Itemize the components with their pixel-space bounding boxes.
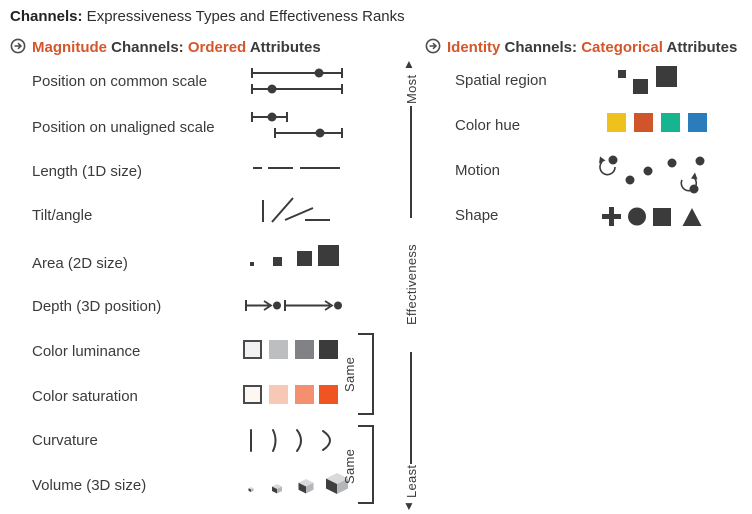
same-bracket-top bbox=[352, 333, 378, 416]
unaligned-scale-dot-lines-icon bbox=[243, 104, 348, 142]
same-label-bottom: Same bbox=[342, 448, 357, 484]
axis-up-arrow-icon: ▲ bbox=[403, 57, 415, 71]
row-label-motion: Motion bbox=[455, 162, 501, 179]
identity-header: Identity Channels: Categorical Attribute… bbox=[425, 38, 737, 56]
hue-swatch-blue bbox=[688, 113, 707, 132]
row-label-color-hue: Color hue bbox=[455, 117, 521, 134]
row-label-color-saturation: Color saturation bbox=[32, 388, 138, 405]
row-label-length: Length (1D size) bbox=[32, 163, 143, 180]
identity-attributes-word: Attributes bbox=[662, 39, 738, 56]
magnitude-channels-word: Channels: bbox=[107, 39, 188, 56]
same-label-top: Same bbox=[342, 356, 357, 392]
depth-arrows-icon bbox=[243, 296, 348, 316]
scattered-squares-icon bbox=[608, 60, 683, 96]
plus-circle-square-triangle-icon bbox=[598, 203, 713, 231]
luminance-swatch-4 bbox=[319, 340, 338, 359]
categorical-word: Categorical bbox=[581, 39, 663, 56]
row-label-shape: Shape bbox=[455, 207, 499, 224]
luminance-swatch-1 bbox=[243, 340, 262, 359]
row-label-position-unaligned: Position on unaligned scale bbox=[32, 119, 215, 136]
row-label-volume: Volume (3D size) bbox=[32, 477, 147, 494]
saturation-swatch-2 bbox=[269, 385, 288, 404]
growing-cubes-icon bbox=[243, 462, 353, 508]
axis-least-label: Least bbox=[404, 464, 419, 498]
growing-squares-icon bbox=[243, 238, 348, 268]
row-label-curvature: Curvature bbox=[32, 432, 98, 449]
row-label-area: Area (2D size) bbox=[32, 255, 128, 272]
hue-swatch-orange bbox=[634, 113, 653, 132]
hue-swatch-yellow bbox=[607, 113, 626, 132]
row-label-spatial-region: Spatial region bbox=[455, 72, 547, 89]
magnitude-word: Magnitude bbox=[32, 39, 107, 56]
figure-title: Channels: Expressiveness Types and Effec… bbox=[10, 8, 405, 25]
luminance-swatch-3 bbox=[295, 340, 314, 359]
tilted-lines-icon bbox=[243, 192, 348, 228]
arrow-right-circle-icon bbox=[10, 38, 26, 54]
axis-effectiveness-label: Effectiveness bbox=[404, 244, 419, 326]
luminance-swatch-2 bbox=[269, 340, 288, 359]
axis-most-label: Most bbox=[404, 74, 419, 104]
axis-line-upper bbox=[410, 106, 412, 218]
hue-swatch-green bbox=[661, 113, 680, 132]
row-label-depth: Depth (3D position) bbox=[32, 298, 162, 315]
moving-dots-icon bbox=[592, 146, 742, 198]
row-label-color-luminance: Color luminance bbox=[32, 343, 141, 360]
figure-title-bold: Channels: bbox=[10, 8, 83, 25]
ordered-word: Ordered bbox=[187, 39, 247, 56]
aligned-scale-dot-lines-icon bbox=[243, 60, 348, 98]
magnitude-header: Magnitude Channels: Ordered Attributes bbox=[10, 38, 321, 56]
saturation-swatch-3 bbox=[295, 385, 314, 404]
identity-channels-word: Channels: bbox=[500, 39, 582, 56]
row-label-position-common: Position on common scale bbox=[32, 73, 208, 90]
curvature-arcs-icon bbox=[243, 424, 348, 456]
row-label-tilt: Tilt/angle bbox=[32, 207, 93, 224]
arrow-right-circle-icon bbox=[425, 38, 441, 54]
same-bracket-bottom bbox=[352, 425, 378, 505]
identity-word: Identity bbox=[447, 39, 501, 56]
saturation-swatch-1 bbox=[243, 385, 262, 404]
figure-title-rest: Expressiveness Types and Effectiveness R… bbox=[82, 8, 405, 25]
line-lengths-icon bbox=[243, 160, 348, 176]
axis-down-arrow-icon: ▼ bbox=[403, 499, 415, 513]
magnitude-attributes-word: Attributes bbox=[246, 39, 321, 56]
axis-line-lower bbox=[410, 352, 412, 464]
saturation-swatch-4 bbox=[319, 385, 338, 404]
